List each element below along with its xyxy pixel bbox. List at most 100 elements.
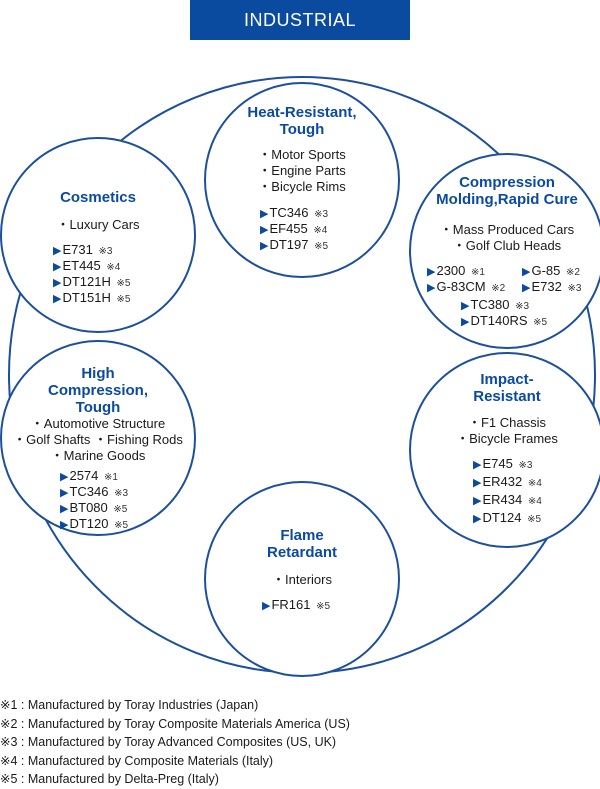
material-name: TC380 [470,297,510,312]
material-name: 2574 [69,468,99,483]
material-item: ▶EF455 ※4 [260,221,327,239]
triangle-right-icon: ▶ [60,519,69,531]
material-note: ※4 [106,262,121,273]
footnote-item: ※1 : Manufactured by Toray Industries (J… [0,698,259,712]
material-name: G-83CM [436,279,486,294]
application-item: ・Mass Produced Cars [439,222,575,237]
node-flame-retardant: Flame Retardant ・Interiors ▶FR161 ※5 [204,481,400,677]
material-item: ▶E732 ※3 [522,279,581,297]
application-item: ・Bicycle Rims [258,179,346,194]
triangle-right-icon: ▶ [427,282,436,294]
application-item: ・Marine Goods [50,448,146,463]
application-list: ・Automotive Structure ・Golf Shafts ・Fish… [2,416,194,464]
material-note: ※5 [116,278,131,289]
material-note: ※5 [533,317,548,328]
application-item: ・Golf Shafts ・Fishing Rods [13,432,183,447]
material-name: DT197 [269,237,309,252]
node-title: Impact- Resistant [411,371,600,405]
material-item: ▶DT121H ※5 [53,274,130,292]
material-item: ▶TC380 ※3 [461,297,529,315]
triangle-right-icon: ▶ [53,277,62,289]
title-line: High [81,365,115,382]
application-item: ・Engine Parts [258,163,346,178]
material-note: ※5 [527,514,542,525]
triangle-right-icon: ▶ [260,240,269,252]
material-name: ET445 [62,258,101,273]
application-item: ・F1 Chassis [467,415,547,430]
material-note: ※3 [518,460,533,471]
material-item: ▶E731 ※3 [53,242,112,260]
material-name: FR161 [271,597,311,612]
material-item: ▶DT140RS ※5 [461,313,547,331]
triangle-right-icon: ▶ [260,224,269,236]
material-item: ▶G-85 ※2 [522,263,580,281]
material-name: E731 [62,242,93,257]
node-title: Cosmetics [2,189,194,206]
material-note: ※5 [114,520,129,531]
material-name: DT124 [482,510,522,525]
node-impact-resistant: Impact- Resistant ・F1 Chassis ・Bicycle F… [409,352,600,548]
material-name: E745 [482,456,513,471]
material-name: TC346 [69,484,109,499]
material-name: BT080 [69,500,108,515]
application-list: ・Interiors [206,572,398,588]
title-line: Resistant [473,388,541,405]
triangle-right-icon: ▶ [53,293,62,305]
material-note: ※3 [114,488,129,499]
node-title: High Compression, Tough [2,365,194,416]
application-item: ・Bicycle Frames [456,431,558,446]
triangle-right-icon: ▶ [522,282,531,294]
triangle-right-icon: ▶ [461,316,470,328]
triangle-right-icon: ▶ [473,495,482,507]
triangle-right-icon: ▶ [262,600,271,612]
material-name: 2300 [436,263,466,278]
triangle-right-icon: ▶ [461,300,470,312]
node-title: Flame Retardant [206,527,398,561]
material-item: ▶FR161 ※5 [262,597,330,615]
title-line: Compression, [47,382,149,399]
node-title: Compression Molding,Rapid Cure [411,174,600,208]
node-title: Heat-Resistant, Tough [206,104,398,138]
node-heat-resistant: Heat-Resistant, Tough ・Motor Sports ・Eng… [204,82,400,278]
material-item: ▶ET445 ※4 [53,258,120,276]
material-name: EF455 [269,221,308,236]
title-line: Flame [280,527,324,544]
material-item: ▶DT124 ※5 [473,510,541,528]
material-note: ※2 [491,283,506,294]
triangle-right-icon: ▶ [522,266,531,278]
triangle-right-icon: ▶ [60,487,69,499]
material-note: ※4 [313,225,328,236]
material-name: DT120 [69,516,109,531]
triangle-right-icon: ▶ [473,459,482,471]
node-high-compression: High Compression, Tough ・Automotive Stru… [0,340,196,536]
footnote-item: ※4 : Manufactured by Composite Materials… [0,753,274,768]
triangle-right-icon: ▶ [427,266,436,278]
application-list: ・Luxury Cars [2,217,194,233]
material-name: ER432 [482,474,523,489]
material-note: ※5 [116,294,131,305]
material-note: ※1 [104,472,118,483]
material-note: ※1 [471,267,485,278]
footnote-item: ※3 : Manufactured by Toray Advanced Comp… [0,735,337,749]
material-note: ※2 [566,267,580,278]
material-name: G-85 [531,263,561,278]
triangle-right-icon: ▶ [60,503,69,515]
material-item: ▶DT120 ※5 [60,516,128,534]
triangle-right-icon: ▶ [260,208,269,220]
title-line: Tough [75,399,121,416]
application-item: ・Interiors [272,572,332,587]
material-item: ▶TC346 ※3 [260,205,328,223]
material-item: ▶2574 ※1 [60,468,118,486]
material-name: ER434 [482,492,523,507]
node-cosmetics: Cosmetics ・Luxury Cars ▶E731 ※3 ▶ET445 ※… [0,137,196,333]
application-item: ・Automotive Structure [30,416,166,431]
material-item: ▶2300 ※1 [427,263,485,281]
material-note: ※5 [113,504,128,515]
industrial-header: INDUSTRIAL [190,0,410,40]
material-name: E732 [531,279,562,294]
title-line: Molding,Rapid Cure [436,191,578,208]
material-item: ▶ER432 ※4 [473,474,542,492]
material-name: TC346 [269,205,309,220]
application-list: ・Motor Sports ・Engine Parts ・Bicycle Rim… [206,147,398,195]
footnotes: ※1 : Manufactured by Toray Industries (J… [0,696,350,789]
